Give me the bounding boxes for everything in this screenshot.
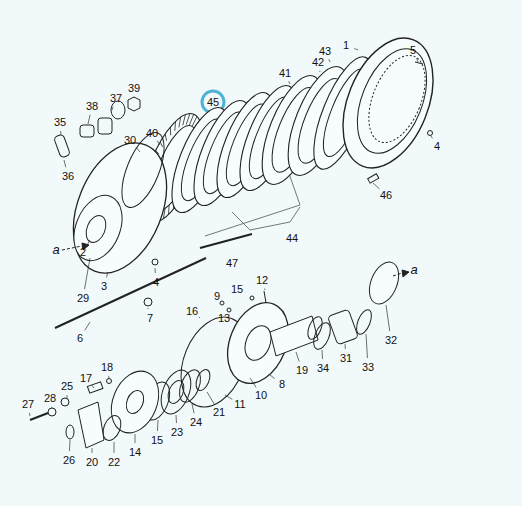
callout-number: 14 <box>128 446 142 458</box>
callout-number: 21 <box>212 406 226 418</box>
section-letter: a <box>409 264 418 276</box>
callout-number: 19 <box>295 364 309 376</box>
end-plate <box>56 129 185 287</box>
callout-number: 29 <box>76 292 90 304</box>
leader-lines <box>29 48 432 453</box>
callout-number: 46 <box>379 189 393 201</box>
callout-number: 35 <box>53 116 67 128</box>
section-arrow <box>62 243 409 277</box>
callout-number: 9 <box>213 290 221 302</box>
callout-number: 15 <box>230 283 244 295</box>
callout-number: 42 <box>311 56 325 68</box>
callout-number: 1 <box>342 39 350 51</box>
callout-number: 28 <box>43 392 57 404</box>
callout-number: 18 <box>100 361 114 373</box>
callout-number: 6 <box>76 332 84 344</box>
callout-number: 45 <box>206 96 220 108</box>
callout-number: 47 <box>225 257 239 269</box>
callout-number: 33 <box>361 361 375 373</box>
callout-number: 32 <box>384 334 398 346</box>
callout-number: 37 <box>109 92 123 104</box>
callout-number: 25 <box>60 380 74 392</box>
callout-number: 43 <box>318 45 332 57</box>
callout-number: 4 <box>433 140 441 152</box>
callout-number: 44 <box>285 232 299 244</box>
callout-number: 15 <box>150 434 164 446</box>
output-assembly <box>30 258 404 448</box>
group-bracket <box>232 207 300 230</box>
callout-number: 3 <box>100 280 108 292</box>
callout-number: 2 <box>79 246 87 258</box>
callout-number: 22 <box>107 456 121 468</box>
small-parts <box>54 62 433 306</box>
callout-number: 23 <box>170 426 184 438</box>
housing <box>325 25 450 181</box>
section-letter: a <box>51 244 60 256</box>
callout-number: 39 <box>127 82 141 94</box>
callout-number: 24 <box>189 416 203 428</box>
callout-number: 8 <box>278 378 286 390</box>
callout-number: 40 <box>145 127 159 139</box>
callout-number: 17 <box>79 372 93 384</box>
callout-number: 20 <box>85 456 99 468</box>
callout-number: 10 <box>254 389 268 401</box>
callout-number: 27 <box>21 398 35 410</box>
callout-number: 36 <box>61 170 75 182</box>
callout-number: 38 <box>85 100 99 112</box>
callout-number: 5 <box>409 44 417 56</box>
callout-number: 11 <box>233 398 246 410</box>
callout-number: 12 <box>255 274 269 286</box>
callout-number: 34 <box>316 362 330 374</box>
callout-number: 41 <box>278 67 292 79</box>
callout-number: 31 <box>339 352 353 364</box>
callout-number: 7 <box>146 312 154 324</box>
callout-number: 16 <box>185 305 199 317</box>
callout-number: 30 <box>123 134 137 146</box>
callout-number: 4 <box>152 276 160 288</box>
callout-number: 13 <box>217 312 231 324</box>
callout-number: 26 <box>62 454 76 466</box>
